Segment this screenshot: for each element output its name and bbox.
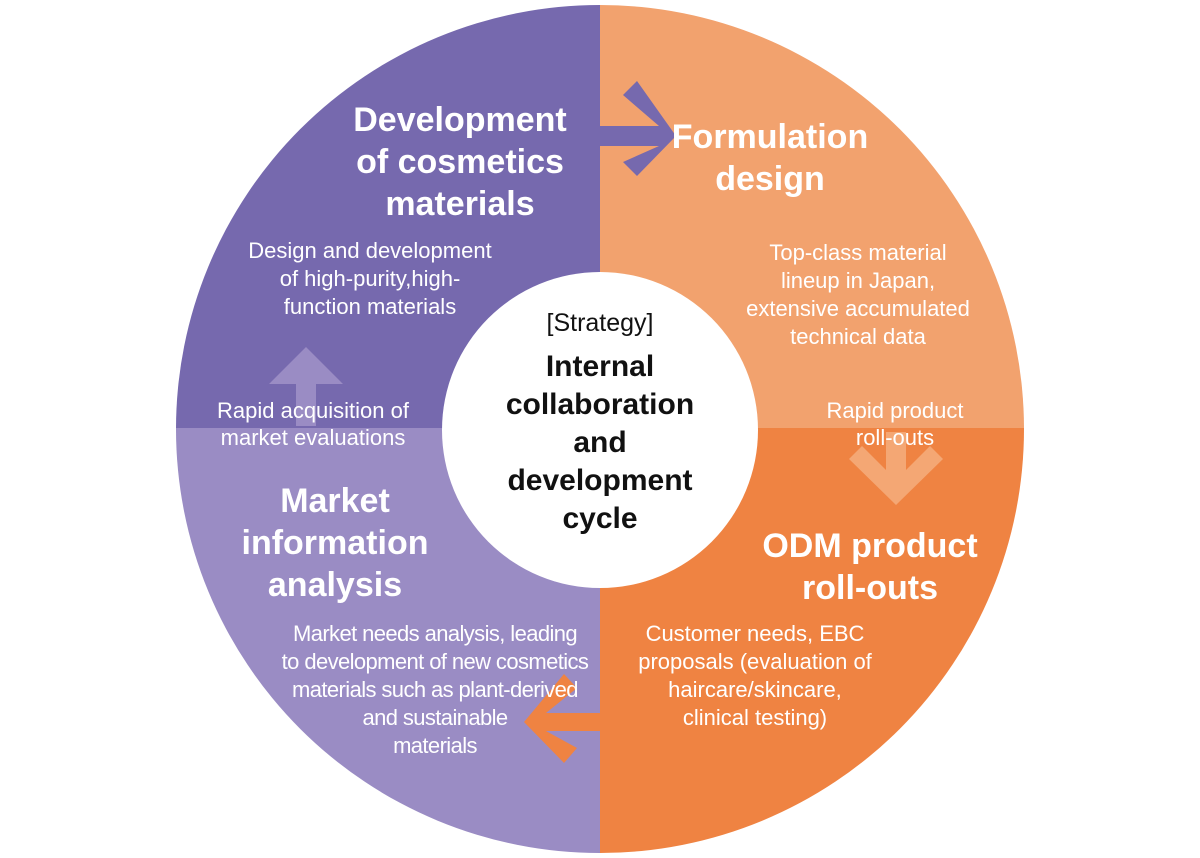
odm-title: ODM product roll-outs [762,527,978,607]
arrow-up-icon [269,347,343,426]
formulation-description: Top-class material lineup in Japan, exte… [746,240,970,349]
center-title: Internal collaboration and development c… [505,350,695,535]
flow-label-right: Rapid product roll-outs [826,398,964,450]
arrow-right-icon [600,81,676,176]
formulation-title: Formulation design [671,118,869,198]
arrow-left-icon [524,674,600,763]
market-description: Market needs analysis, leading to develo… [281,621,589,758]
development-title: Development of cosmetics materials [353,101,567,223]
market-title: Market information analysis [241,482,429,604]
development-description: Design and development of high-purity,hi… [248,238,492,319]
odm-description: Customer needs, EBC proposals (evaluatio… [638,621,872,730]
flow-label-left: Rapid acquisition of market evaluations [216,398,409,450]
arrow-down-icon [849,432,943,505]
center-circle [442,272,758,588]
center-tag: [Strategy] [546,309,654,337]
